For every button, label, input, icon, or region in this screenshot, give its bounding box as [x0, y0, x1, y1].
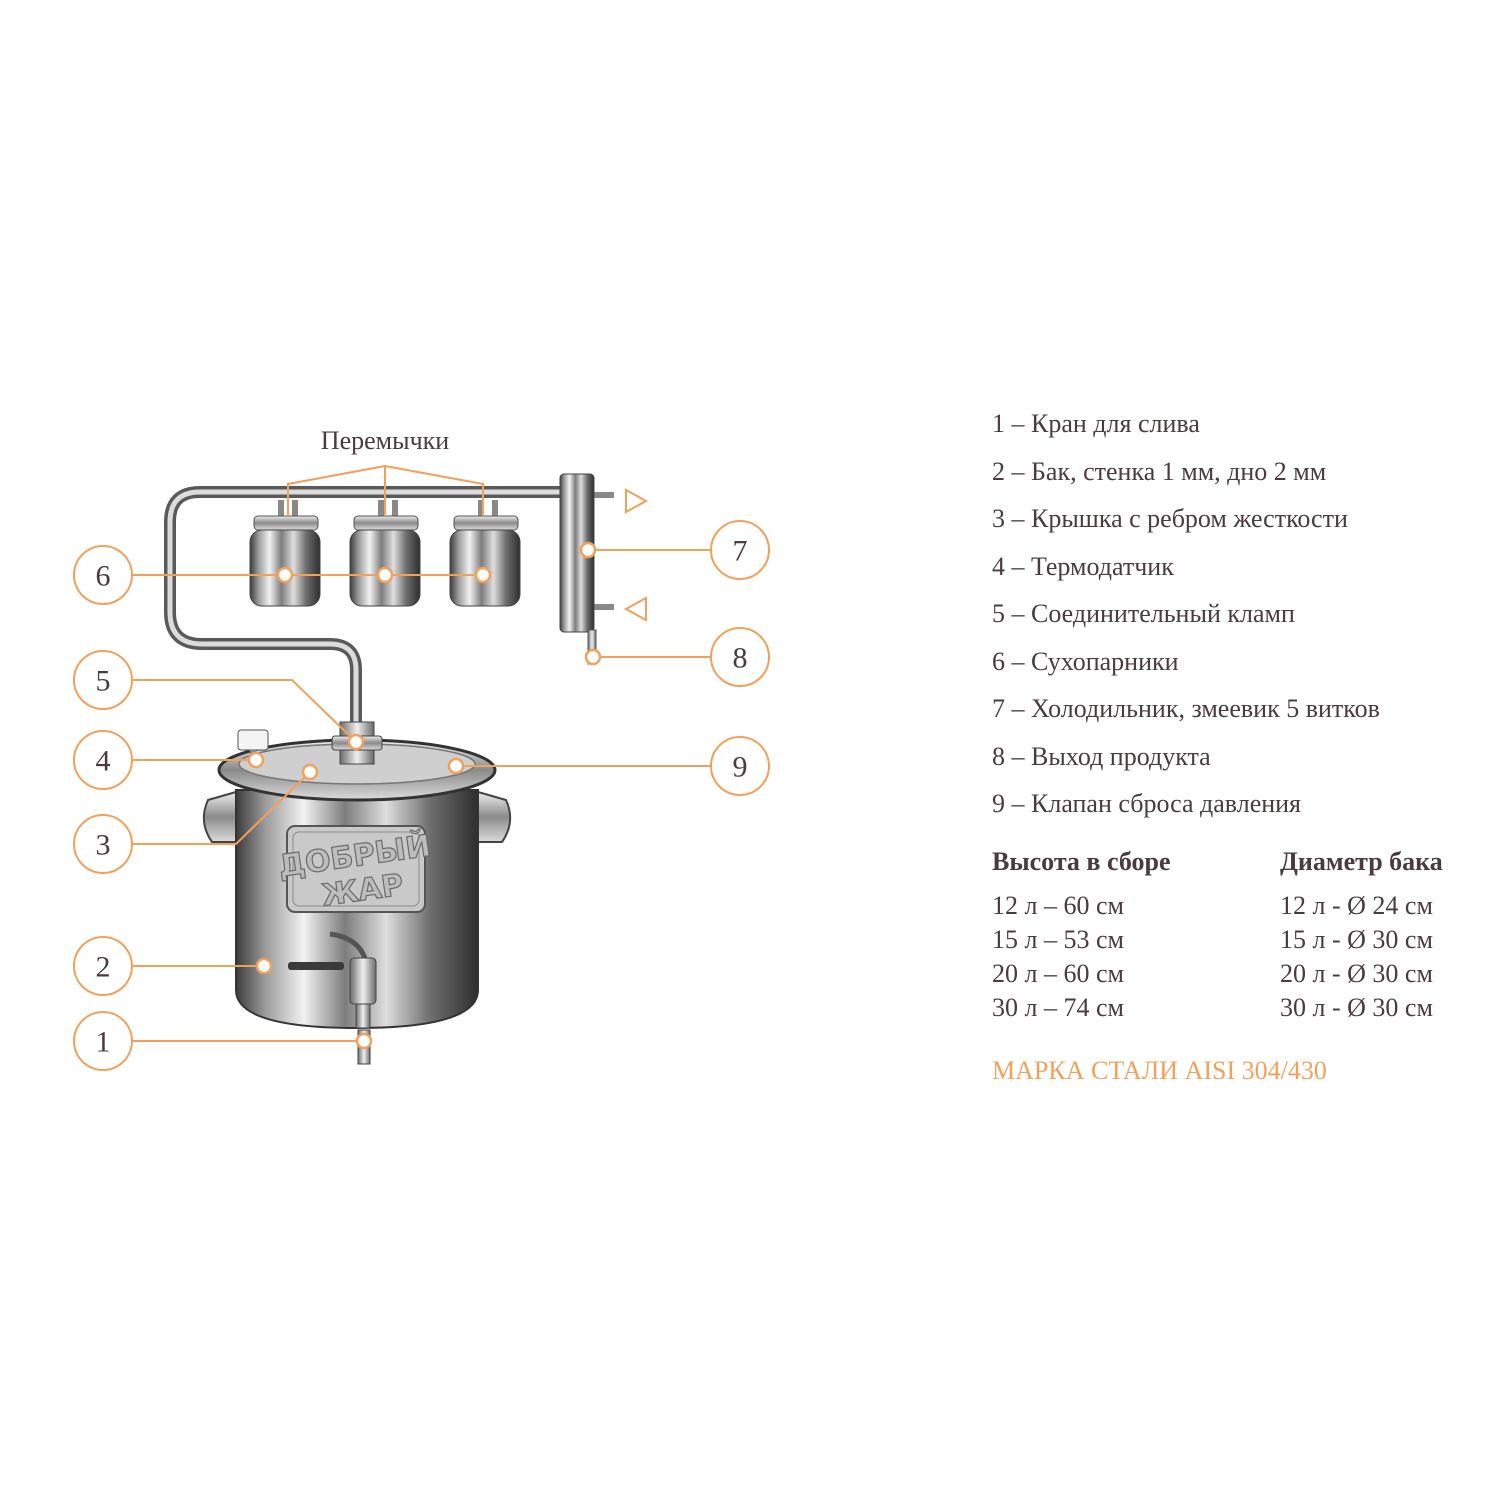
callout-1: 1 — [73, 1011, 133, 1071]
svg-text:3: 3 — [96, 829, 111, 862]
point-3 — [301, 763, 319, 781]
dry-steamer — [449, 500, 521, 607]
condenser — [559, 473, 614, 665]
point-9 — [447, 757, 465, 775]
svg-text:9: 9 — [733, 751, 748, 784]
callout-9: 9 — [710, 736, 770, 796]
height-row: 15 л – 53 см — [992, 925, 1124, 954]
callout-4: 4 — [73, 730, 133, 790]
callout-8: 8 — [710, 627, 770, 687]
point-1 — [355, 1032, 373, 1050]
point-6a — [276, 566, 294, 584]
svg-text:1: 1 — [96, 1026, 111, 1059]
dry-steamer — [249, 500, 321, 607]
height-row: 30 л – 74 см — [992, 993, 1124, 1022]
legend-item: 7 – Холодильник, змеевик 5 витков — [992, 694, 1380, 723]
callout-7: 7 — [710, 520, 770, 580]
legend-item: 6 – Сухопарники — [992, 646, 1179, 676]
diameter-header: Диаметр бака — [1280, 847, 1443, 876]
point-4 — [247, 751, 265, 769]
svg-text:6: 6 — [96, 560, 111, 593]
jumpers-label: Перемычки — [321, 426, 449, 455]
jumpers-bracket — [287, 465, 484, 516]
legend-item: 8 – Выход продукта — [992, 741, 1211, 771]
svg-text:4: 4 — [96, 745, 111, 778]
legend-item: 3 – Крышка с ребром жесткости — [992, 504, 1348, 533]
height-header: Высота в сборе — [992, 847, 1171, 876]
legend-item: 1 – Кран для слива — [992, 409, 1200, 438]
diameter-column: Диаметр бака 12 л - Ø 24 см 15 л - Ø 30 … — [1280, 842, 1500, 1025]
legend-item: 5 – Соединительный кламп — [992, 599, 1295, 628]
diameter-row: 15 л - Ø 30 см — [1280, 925, 1433, 954]
diameter-row: 12 л - Ø 24 см — [1280, 891, 1433, 920]
water-in-arrow-icon — [623, 596, 647, 622]
svg-text:7: 7 — [733, 535, 748, 568]
legend-item: 9 – Клапан сброса давления — [992, 789, 1302, 818]
svg-text:8: 8 — [733, 642, 748, 675]
legend-item: 2 – Бак, стенка 1 мм, дно 2 мм — [992, 456, 1327, 486]
svg-text:2: 2 — [96, 951, 111, 984]
svg-text:5: 5 — [96, 665, 111, 698]
height-row: 20 л – 60 см — [992, 959, 1124, 988]
diameter-row: 30 л - Ø 30 см — [1280, 993, 1433, 1022]
steel-grade-note: МАРКА СТАЛИ AISI 304/430 — [992, 1056, 1327, 1085]
callout-3: 3 — [73, 814, 133, 874]
parts-legend: 1 – Кран для слива 2 – Бак, стенка 1 мм,… — [992, 400, 1482, 828]
point-5 — [347, 733, 365, 751]
tank — [202, 721, 512, 1065]
point-7 — [579, 541, 597, 559]
point-6b — [376, 566, 394, 584]
point-6c — [474, 566, 492, 584]
height-column: Высота в сборе 12 л – 60 см 15 л – 53 см… — [992, 842, 1232, 1025]
callout-5: 5 — [73, 650, 133, 710]
callout-6: 6 — [73, 545, 133, 605]
point-8 — [584, 648, 602, 666]
point-2 — [255, 957, 273, 975]
height-row: 12 л – 60 см — [992, 891, 1124, 920]
legend-item: 4 – Термодатчик — [992, 551, 1174, 581]
diameter-row: 20 л - Ø 30 см — [1280, 959, 1433, 988]
callout-2: 2 — [73, 936, 133, 996]
water-out-arrow-icon — [625, 488, 649, 514]
